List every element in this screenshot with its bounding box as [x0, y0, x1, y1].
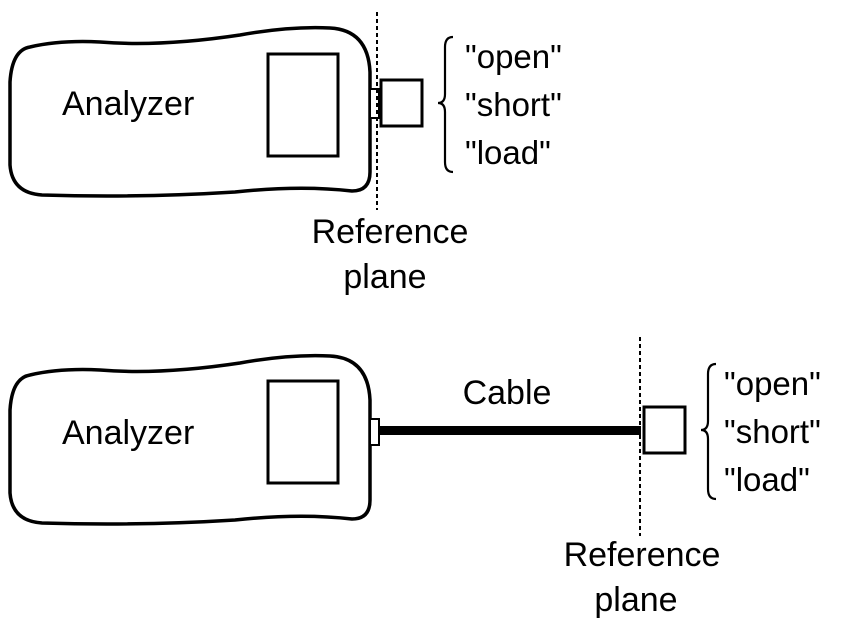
- top-reference-label-line2: plane: [343, 258, 426, 296]
- bottom-standard-open: "open": [724, 365, 821, 402]
- top-brace: [437, 35, 454, 174]
- bottom-setup: Analyzer Cable "open" "short" "load" Ref…: [8, 337, 821, 619]
- bottom-brace: [700, 362, 717, 501]
- top-calibration-standard: [379, 78, 424, 128]
- top-analyzer-port: [369, 88, 380, 119]
- bottom-calibration-standard: [642, 405, 687, 455]
- bottom-analyzer-body: [8, 353, 372, 526]
- top-standard-load: "load": [465, 134, 551, 171]
- bottom-reference-label-line1: Reference: [564, 536, 721, 574]
- cable-label: Cable: [463, 374, 552, 412]
- top-standard-open: "open": [465, 38, 562, 75]
- bottom-reference-label-line2: plane: [594, 581, 677, 619]
- top-analyzer-label: Analyzer: [62, 85, 194, 123]
- bottom-analyzer-screen: [266, 379, 340, 485]
- top-standard-short: "short": [465, 86, 562, 123]
- bottom-analyzer-label: Analyzer: [62, 414, 194, 452]
- bottom-standard-short: "short": [724, 413, 821, 450]
- top-reference-label-line1: Reference: [312, 213, 469, 251]
- top-analyzer-screen: [266, 52, 340, 158]
- top-analyzer-body: [8, 25, 372, 198]
- bottom-analyzer-port: [369, 418, 380, 446]
- top-setup: Analyzer "open" "short" "load" Reference…: [8, 12, 562, 296]
- cable: [379, 426, 641, 435]
- bottom-standard-load: "load": [724, 461, 810, 498]
